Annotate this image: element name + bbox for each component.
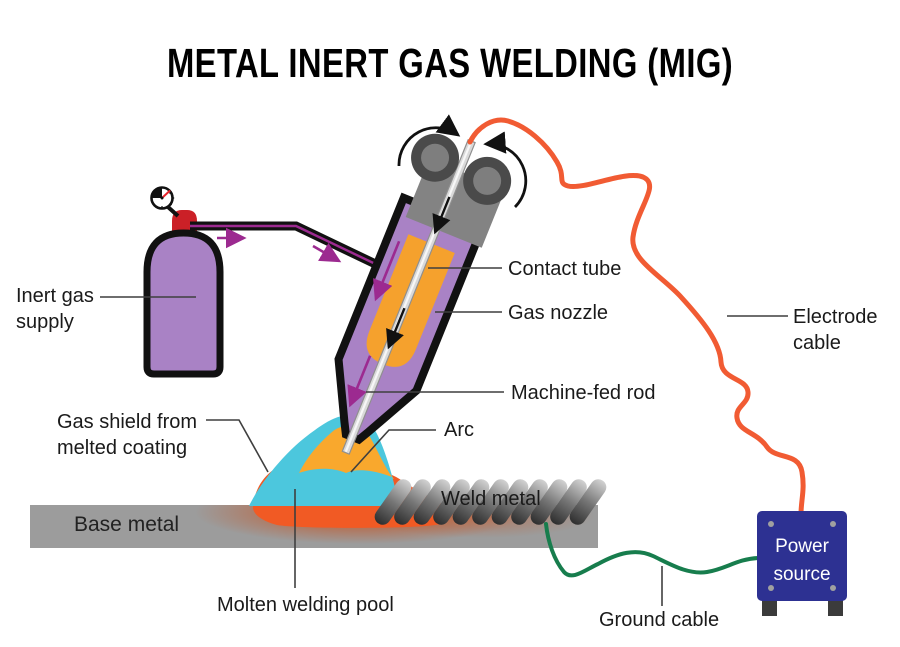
label-contact-tube: Contact tube xyxy=(508,258,622,280)
label-inert-gas-line1: Inert gas xyxy=(16,285,94,307)
power-source-unit xyxy=(757,511,847,616)
leader-arc xyxy=(350,429,436,473)
label-ground-cable: Ground cable xyxy=(599,609,720,631)
rivet xyxy=(768,585,774,591)
gas-flow-arrow-3 xyxy=(373,240,401,302)
gas-flow-arrow-2 xyxy=(312,242,342,263)
label-gas-shield-line1: Gas shield from xyxy=(57,411,198,433)
power-source-box xyxy=(757,511,847,601)
gas-cylinder xyxy=(143,229,224,378)
gas-flow-arrow-4 xyxy=(347,355,372,408)
label-power-source: Power source xyxy=(757,533,847,589)
roller-rotation-arrow-left xyxy=(397,114,461,167)
pressure-gauge-icon xyxy=(150,186,175,210)
page-title: METAL INERT GAS WELDING (MIG) xyxy=(166,40,734,86)
rivet xyxy=(768,521,774,527)
gauge-stem xyxy=(166,205,180,218)
welding-torch xyxy=(334,133,512,455)
label-gas-nozzle: Gas nozzle xyxy=(508,302,609,324)
label-gas-shield-line2: melted coating xyxy=(57,437,188,459)
label-power-line1: Power xyxy=(775,536,829,557)
leader-gas-shield xyxy=(206,419,269,473)
electrode-cable-line xyxy=(467,117,806,517)
label-base-metal: Base metal xyxy=(74,513,180,536)
label-power-line2: source xyxy=(773,564,831,585)
label-machine-fed-rod: Machine-fed rod xyxy=(511,382,656,404)
gas-supply-assembly xyxy=(143,186,390,378)
wire-feed-arrow-2 xyxy=(386,307,406,350)
label-weld-metal: Weld metal xyxy=(441,488,541,510)
wire-feed-roller-left xyxy=(411,133,460,182)
label-electrode-line1: Electrode xyxy=(793,306,878,328)
rivet xyxy=(830,585,836,591)
ground-cable-line xyxy=(544,522,760,578)
wire-feed-arrow-1 xyxy=(432,196,451,235)
rivet xyxy=(830,521,836,527)
roller-rotation-arrow-right xyxy=(483,131,528,208)
label-electrode-line2: cable xyxy=(793,332,841,354)
label-inert-gas-supply: Inert gas supply xyxy=(16,283,94,335)
wire-feed-roller-right xyxy=(463,156,512,205)
label-inert-gas-line2: supply xyxy=(16,311,74,333)
label-gas-shield: Gas shield from melted coating xyxy=(57,409,197,461)
label-arc: Arc xyxy=(444,419,474,441)
leader-lines xyxy=(100,267,788,606)
label-molten-pool: Molten welding pool xyxy=(217,594,394,616)
label-electrode-cable: Electrode cable xyxy=(793,304,878,356)
gas-hose-core xyxy=(190,224,389,272)
